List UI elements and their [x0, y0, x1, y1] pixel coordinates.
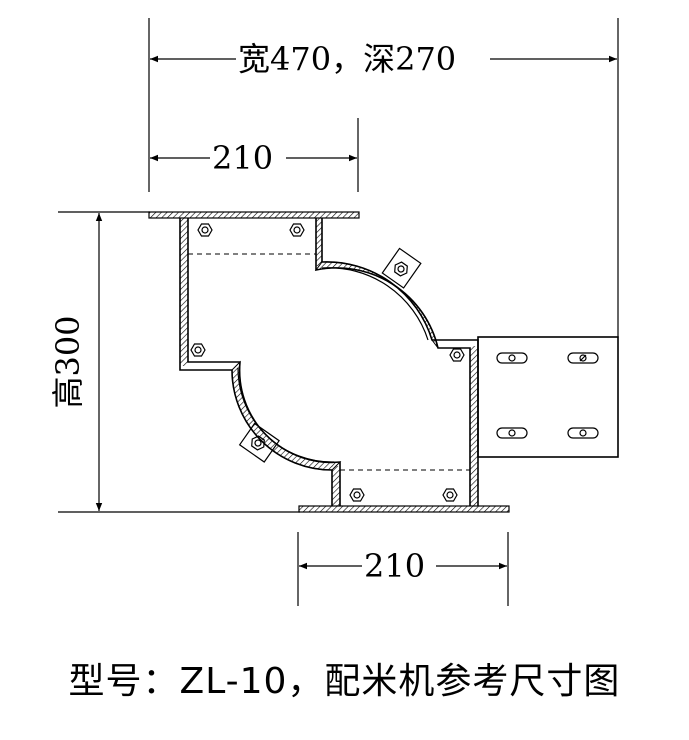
- bracket-upper-curve: [381, 247, 422, 289]
- extension-lines: [58, 18, 619, 606]
- bolt-top-right: [289, 223, 305, 237]
- dimension-lower-210: 210: [364, 547, 425, 585]
- slot-top-left: [496, 352, 528, 364]
- side-mounting-plate: [477, 336, 619, 458]
- dimension-height: 高300: [49, 315, 87, 408]
- bolt-bottom-right: [442, 488, 458, 502]
- drawing-caption: 型号：ZL-10，配米机参考尺寸图: [68, 661, 621, 702]
- bolt-right: [449, 348, 465, 362]
- bolt-left: [190, 343, 206, 357]
- slot-top-right: [567, 352, 599, 364]
- bolt-top-left: [197, 223, 213, 237]
- slot-bottom-right: [567, 427, 599, 439]
- bolt-bottom-left: [349, 488, 365, 502]
- elbow-body: [179, 218, 479, 506]
- dimension-lines: [95, 55, 617, 570]
- dimension-width-depth: 宽470，深270: [238, 40, 456, 78]
- top-flange: [148, 211, 360, 219]
- bracket-lower-curve: [238, 422, 280, 463]
- bottom-flange: [298, 505, 510, 513]
- slot-bottom-left: [496, 427, 528, 439]
- dimension-upper-210: 210: [212, 139, 273, 177]
